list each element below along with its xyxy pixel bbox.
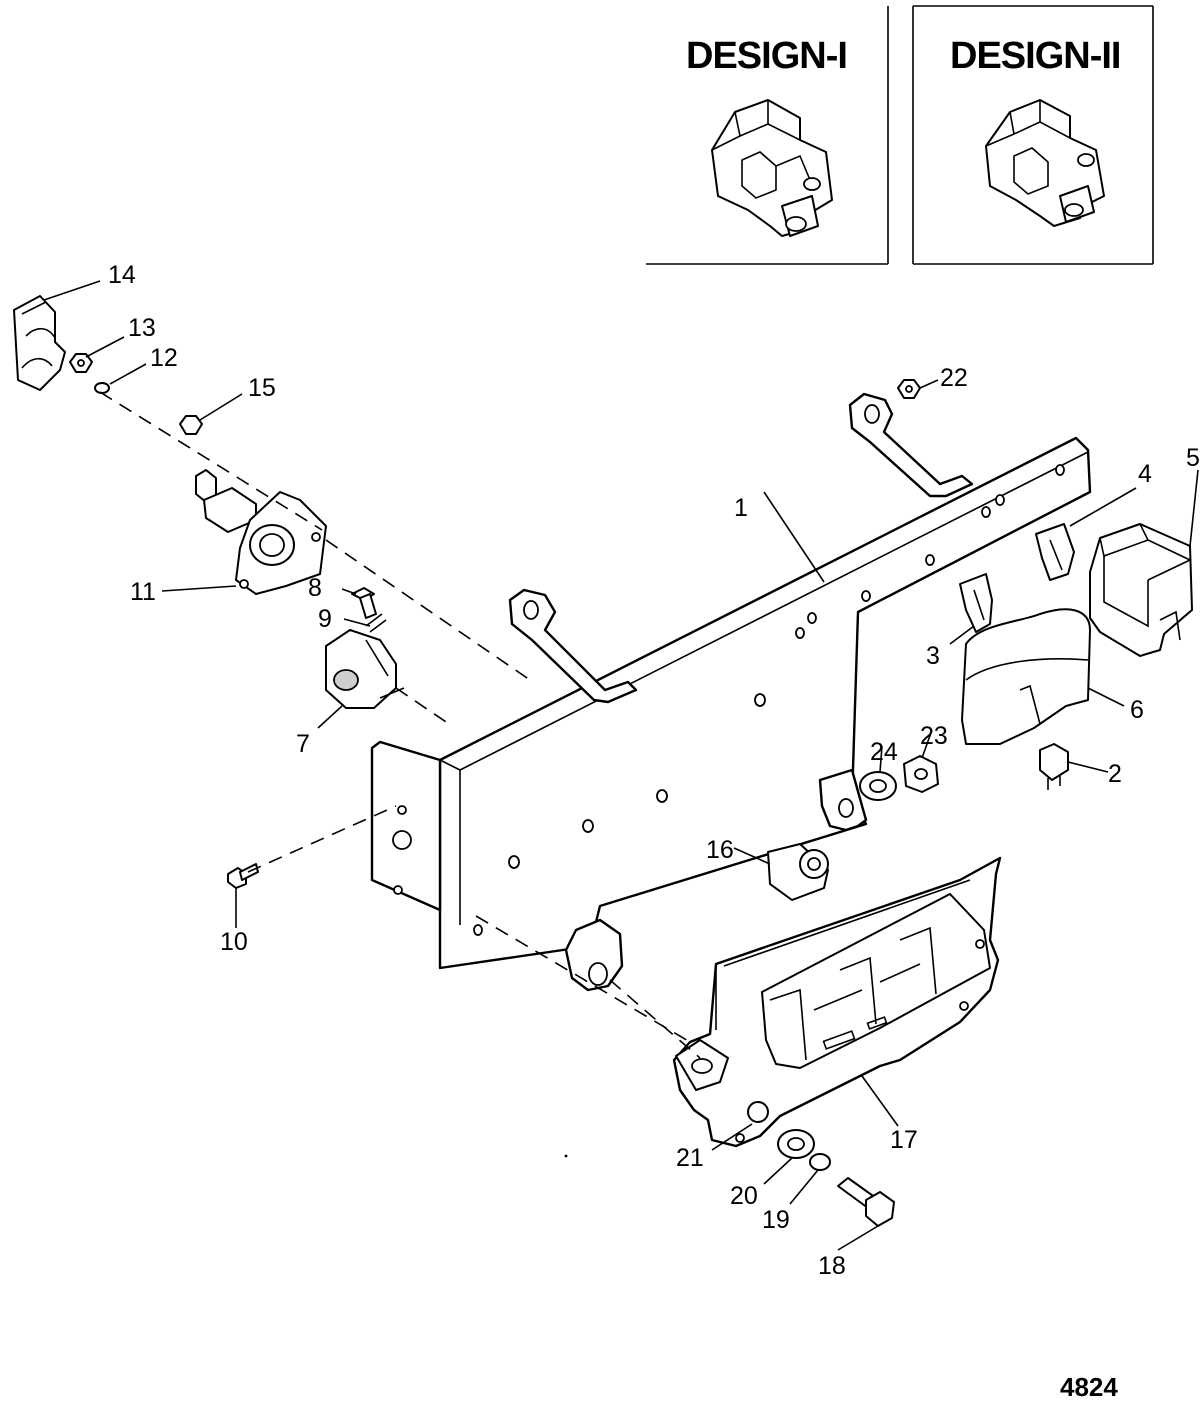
part-4-clip: [1035, 523, 1075, 581]
design-panel-2: DESIGN-II: [912, 5, 1154, 265]
callout-20: 20: [730, 1182, 758, 1210]
part-23-nut: [903, 755, 939, 793]
callout-17: 17: [890, 1126, 918, 1154]
part-24-washer: [859, 771, 897, 801]
part-6-fuse-cover: [961, 608, 1091, 745]
part-17-ecm: [672, 856, 1002, 1148]
part-15-nut: [179, 415, 203, 435]
callout-14: 14: [108, 261, 136, 289]
callout-24: 24: [870, 738, 898, 766]
part-8-screw: [351, 587, 377, 619]
callout-23: 23: [920, 722, 948, 750]
callout-18: 18: [818, 1252, 846, 1280]
part-5-relay: [1089, 523, 1193, 657]
callout-1: 1: [734, 494, 748, 522]
part-12-washer: [94, 382, 110, 394]
callout-10: 10: [220, 928, 248, 956]
callout-4: 4: [1138, 460, 1152, 488]
callout-19: 19: [762, 1206, 790, 1234]
part-16-spacer: [767, 843, 829, 901]
part-11-solenoid: [195, 469, 327, 595]
figure-number: 4824: [1060, 1372, 1118, 1402]
callout-13: 13: [128, 314, 156, 342]
callout-6: 6: [1130, 696, 1144, 724]
callout-3: 3: [926, 642, 940, 670]
callout-21: 21: [676, 1144, 704, 1172]
part-13-nut: [69, 353, 93, 373]
callout-15: 15: [248, 374, 276, 402]
callout-2: 2: [1108, 760, 1122, 788]
leader-lines: [43, 280, 1199, 1251]
callout-22: 22: [940, 364, 968, 392]
part-3-clip: [959, 573, 993, 633]
part-22-nut: [897, 379, 921, 399]
callout-12: 12: [150, 344, 178, 372]
assembly-lines: [99, 391, 701, 1059]
callout-9: 9: [318, 605, 332, 633]
part-20-grommet: [777, 1129, 815, 1159]
design-1-title: DESIGN-I: [686, 35, 847, 77]
part-10-screw: [227, 863, 259, 889]
callout-labels: 1 2 3 4 5 6 7 8 9 10 11 12 13 14 15 16 1…: [108, 261, 1200, 1280]
part-14-clip: [13, 295, 66, 391]
design-2-title: DESIGN-II: [950, 35, 1120, 77]
callout-16: 16: [706, 836, 734, 864]
part-2-fuse: [1039, 743, 1069, 790]
part-19-washer: [809, 1153, 831, 1171]
part-9-clip: [365, 613, 387, 633]
mounting-bracket: [370, 392, 1092, 992]
design-panel-1: DESIGN-I: [646, 6, 889, 265]
design-1-module-icon: [711, 99, 833, 237]
part-7-switch: [325, 629, 405, 709]
part-18-bolt: [837, 1177, 895, 1227]
callout-5: 5: [1186, 444, 1200, 472]
callout-7: 7: [296, 730, 310, 758]
callout-8: 8: [308, 574, 322, 602]
callout-11: 11: [130, 578, 156, 606]
design-2-module-icon: [985, 99, 1105, 227]
stray-dot: [564, 1154, 568, 1158]
